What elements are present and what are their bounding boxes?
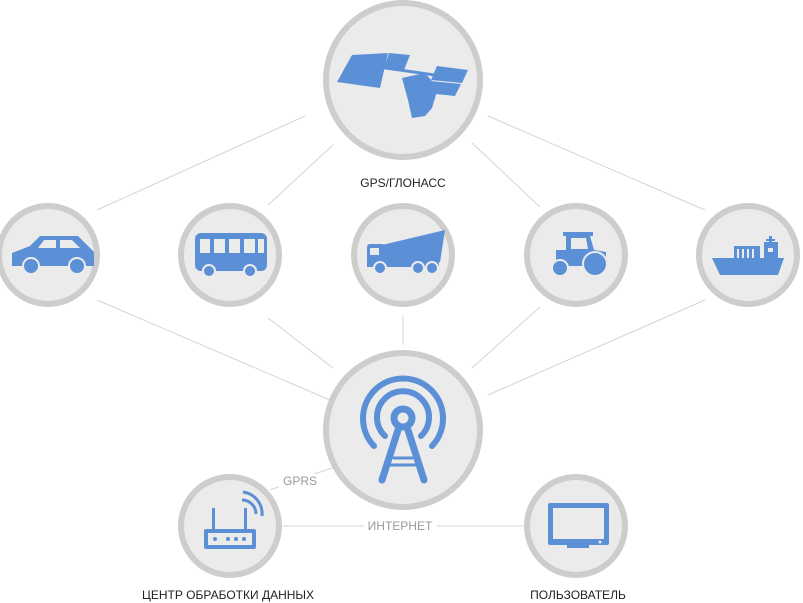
line-car-tower <box>96 299 331 401</box>
internet-label: ИНТЕРНЕТ <box>363 519 437 533</box>
satellite-icon <box>337 53 468 118</box>
dump-truck-icon <box>367 230 445 275</box>
connection-lines <box>96 115 706 527</box>
monitor-icon <box>548 503 609 548</box>
radio-tower-icon <box>360 375 446 484</box>
ship-icon <box>712 236 784 275</box>
gprs-label: GPRS <box>278 474 322 488</box>
satellite-label: GPS/ГЛОНАСС <box>356 176 450 190</box>
car-icon <box>12 236 94 275</box>
line-sat-bus <box>267 144 334 206</box>
tractor-icon <box>551 232 608 277</box>
router-node <box>178 474 282 578</box>
router-icon <box>204 490 264 549</box>
line-sat-car <box>96 115 306 211</box>
line-tractor-tower <box>471 306 541 369</box>
bus-icon <box>195 233 267 278</box>
line-sat-tractor <box>471 142 541 208</box>
line-bus-tower <box>267 317 334 369</box>
line-ship-tower <box>487 299 706 396</box>
line-sat-ship <box>487 115 706 211</box>
user-label: ПОЛЬЗОВАТЕЛЬ <box>526 588 630 602</box>
data-center-label: ЦЕНТР ОБРАБОТКИ ДАННЫХ <box>137 588 319 602</box>
